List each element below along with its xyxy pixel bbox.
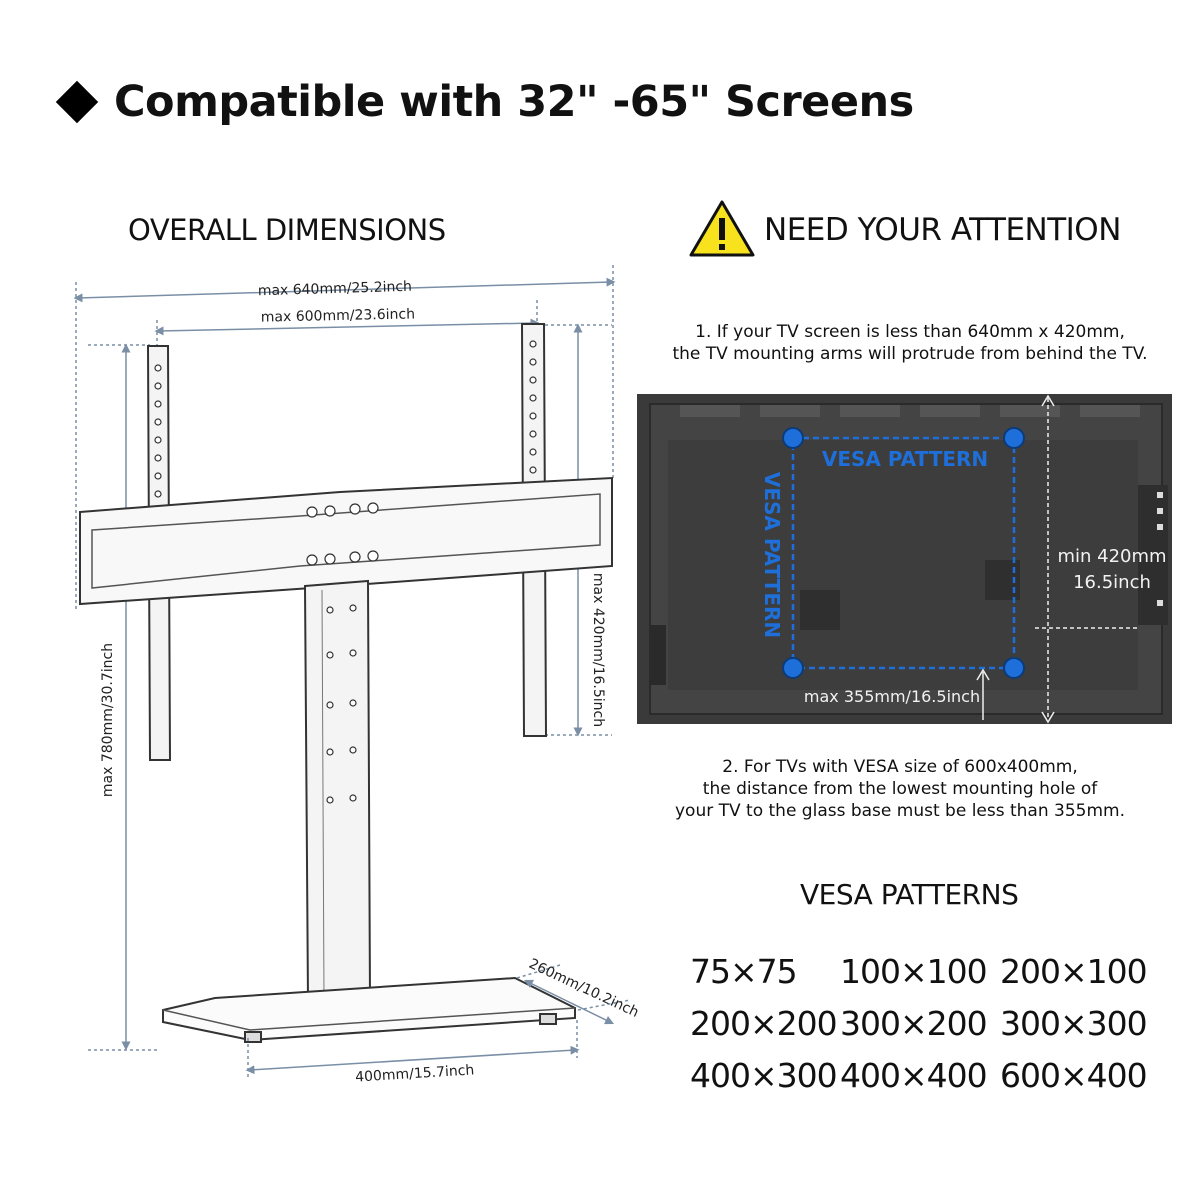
note2-line3: your TV to the glass base must be less t…: [674, 801, 1126, 821]
warning-icon-spacer: [688, 198, 760, 262]
vesa-pattern: 300×300: [1000, 1004, 1148, 1043]
vesa-pattern: 300×200: [840, 1004, 988, 1043]
tv-vesa-label-vertical: VESA PATTERN: [760, 472, 784, 638]
attention-header: NEED YOUR ATTENTION: [688, 198, 1121, 262]
attention-note-1: 1. If your TV screen is less than 640mm …: [640, 321, 1180, 365]
height-dimension-lines: [88, 343, 160, 1051]
tv-back-photo: [637, 394, 1172, 724]
vesa-pattern: 75×75: [690, 952, 798, 991]
vesa-pattern: 100×100: [840, 952, 988, 991]
max-height-label: max 780mm/30.7inch: [100, 643, 116, 797]
note2-line2: the distance from the lowest mounting ho…: [702, 779, 1098, 799]
tv-min-height-in: 16.5inch: [1073, 572, 1151, 593]
vesa-pattern: 400×300: [690, 1056, 838, 1095]
vesa-pattern: 200×100: [1000, 952, 1148, 991]
vesa-patterns-title: VESA PATTERNS: [800, 878, 1019, 911]
tv-stand-drawing: [79, 323, 613, 1043]
vesa-pattern: 200×200: [690, 1004, 838, 1043]
tv-min-height-mm: min 420mm: [1057, 546, 1166, 567]
note1-line2: the TV mounting arms will protrude from …: [672, 344, 1148, 364]
base-width-label: 400mm/15.7inch: [355, 1062, 475, 1085]
overall-dimensions-title: OVERALL DIMENSIONS: [128, 213, 446, 247]
warning-icon: [689, 200, 755, 257]
page-title: Compatible with 32" -65" Screens: [114, 77, 914, 127]
note1-line1: 1. If your TV screen is less than 640mm …: [695, 322, 1125, 342]
header: Compatible with 32" -65" Screens: [52, 72, 914, 132]
note2-line1: 2. For TVs with VESA size of 600x400mm,: [722, 757, 1078, 777]
vesa-pattern: 600×400: [1000, 1056, 1148, 1095]
max-width-label: max 640mm/25.2inch: [258, 279, 413, 300]
vesa-patterns-grid: 75×75 100×100 200×100 200×200 300×200 30…: [690, 950, 1160, 1098]
attention-note-2: 2. For TVs with VESA size of 600x400mm, …: [640, 756, 1160, 822]
max-vesa-height-label: max 420mm/16.5inch: [590, 573, 606, 727]
arm-holes: [154, 340, 537, 804]
tv-vesa-label: VESA PATTERN: [822, 447, 988, 471]
base-dimension-lines: [245, 964, 631, 1080]
attention-title: NEED YOUR ATTENTION: [764, 212, 1121, 248]
tv-max-distance: max 355mm/16.5inch: [804, 687, 980, 706]
max-vesa-width-label: max 600mm/23.6inch: [261, 306, 415, 325]
vesa-pattern: 400×400: [840, 1056, 988, 1095]
